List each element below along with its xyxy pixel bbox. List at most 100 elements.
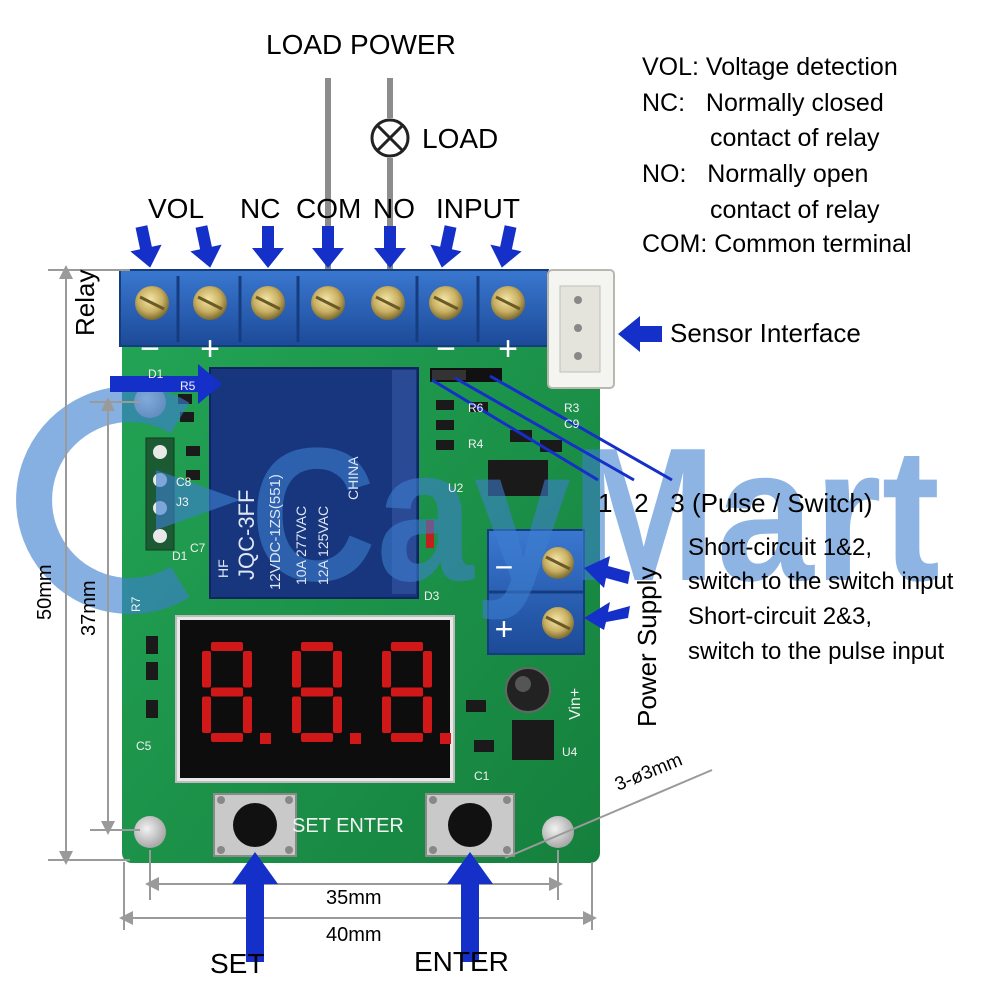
relay-rating2-text: 12A 125VAC: [315, 506, 331, 585]
segment: [382, 696, 391, 733]
enter-label: ENTER: [414, 946, 509, 977]
silk-vin-text: Vin+: [567, 688, 584, 720]
dim-width-total: 40mm: [326, 924, 382, 946]
terminal-screws: [135, 286, 525, 320]
decimal-point: [260, 733, 271, 744]
arrows: [110, 225, 662, 962]
segment: [301, 642, 333, 651]
arrow-nc: [252, 226, 284, 268]
segment: [333, 651, 342, 688]
sign-vol-minus: −: [140, 330, 160, 368]
ref-d3: D3: [424, 589, 440, 603]
legend-no-line2: contact of relay: [710, 196, 880, 224]
legend-nc-line2: contact of relay: [710, 124, 880, 152]
dim-width-holes: 35mm: [326, 887, 382, 909]
display-digits: [202, 642, 451, 744]
ref-d1-a: D1: [148, 367, 164, 381]
jumper-note2-b: switch to the pulse input: [688, 638, 945, 665]
screw-com: [311, 286, 345, 320]
terminal-label-no: NO: [373, 193, 415, 224]
sign-input-minus: −: [436, 330, 456, 368]
load-power-label: LOAD POWER: [266, 29, 456, 60]
decimal-point: [350, 733, 361, 744]
led-display: [175, 615, 455, 783]
jumper-pointer-lines: [431, 374, 673, 482]
set-label: SET: [210, 948, 265, 979]
terminal-label-com: COM: [296, 193, 362, 224]
arrow-relay: [110, 364, 222, 404]
arrow-power-plus: [584, 602, 630, 630]
arrow-input-plus: [490, 225, 522, 268]
ref-c5: C5: [136, 739, 152, 753]
segment: [391, 642, 423, 651]
set-button[interactable]: [213, 793, 297, 857]
ref-d1-b: D1: [172, 549, 188, 563]
segment: [243, 696, 252, 733]
legend-no-line1: NO: Normally open: [642, 160, 869, 188]
jumper-note1-b: switch to the switch input: [688, 568, 954, 595]
legend-nc-line1: NC: Normally closed: [642, 89, 884, 117]
jumper-title: 1 2 3 (Pulse / Switch): [598, 488, 873, 518]
relay-model-text: 12VDC-1ZS(551): [267, 474, 284, 590]
segment: [301, 687, 333, 697]
terminal-label-vol: VOL: [148, 193, 205, 224]
relay-origin-text: CHINA: [345, 456, 361, 500]
segment: [202, 696, 211, 733]
jumper-note1-a: Short-circuit 1&2,: [688, 534, 873, 561]
arrow-vol-plus: [190, 225, 222, 268]
pcb-silkscreen: JQC-3FF 12VDC-1ZS(551) 10A 277VAC 12A 12…: [129, 367, 584, 837]
ref-r4: R4: [468, 437, 484, 451]
segment: [391, 733, 423, 742]
screw-no: [371, 286, 405, 320]
sensor-interface-label: Sensor Interface: [670, 318, 861, 348]
arrow-enter: [447, 852, 493, 962]
segment: [423, 696, 432, 733]
decimal-point: [440, 733, 451, 744]
segment: [423, 651, 432, 688]
relay-component: [209, 367, 419, 599]
ref-r6: R6: [468, 401, 484, 415]
screw-vol-minus: [135, 286, 169, 320]
ref-c9: C9: [564, 417, 580, 431]
terminal-label-nc: NC: [240, 193, 281, 224]
watermark-text: CayMart: [250, 409, 940, 621]
arrow-input-minus: [430, 225, 462, 268]
segment: [382, 651, 391, 688]
segment: [202, 651, 211, 688]
dim-height-total: 50mm: [34, 564, 56, 620]
sign-power-plus: +: [495, 611, 514, 647]
capacitor: [505, 667, 551, 713]
arrow-power-minus: [584, 556, 630, 588]
terminal-signs: − + − + − +: [140, 330, 518, 647]
watermark-logo: [16, 386, 240, 614]
arrow-com: [312, 226, 344, 268]
legend-com: COM: Common terminal: [642, 230, 912, 258]
segment: [391, 687, 423, 697]
segment: [292, 651, 301, 688]
power-terminal: [487, 529, 585, 655]
load-label: LOAD: [422, 123, 499, 154]
ref-c1: C1: [474, 769, 490, 783]
screw-input-minus: [429, 286, 463, 320]
ref-j3: J3: [176, 495, 189, 509]
segment: [211, 687, 243, 697]
legend-vol: VOL: Voltage detection: [642, 53, 898, 81]
ref-r3: R3: [564, 401, 580, 415]
segment: [243, 651, 252, 688]
ref-c7: C7: [190, 541, 206, 555]
load-lamp-icon: [370, 118, 410, 158]
sign-vol-plus: +: [200, 330, 220, 368]
segment: [301, 733, 333, 742]
screw-vol-plus: [193, 286, 227, 320]
silk-set-enter-text: SET ENTER: [292, 815, 404, 837]
arrow-vol-minus: [130, 225, 162, 268]
screw-input-plus: [491, 286, 525, 320]
relay-hf-text: HF: [215, 559, 231, 578]
arrow-set: [232, 852, 278, 962]
ref-r5: R5: [180, 379, 196, 393]
enter-button[interactable]: [425, 793, 515, 857]
dim-height-holes: 37mm: [78, 580, 100, 636]
ref-r7: R7: [129, 596, 143, 612]
relay-label: Relay: [70, 269, 100, 336]
